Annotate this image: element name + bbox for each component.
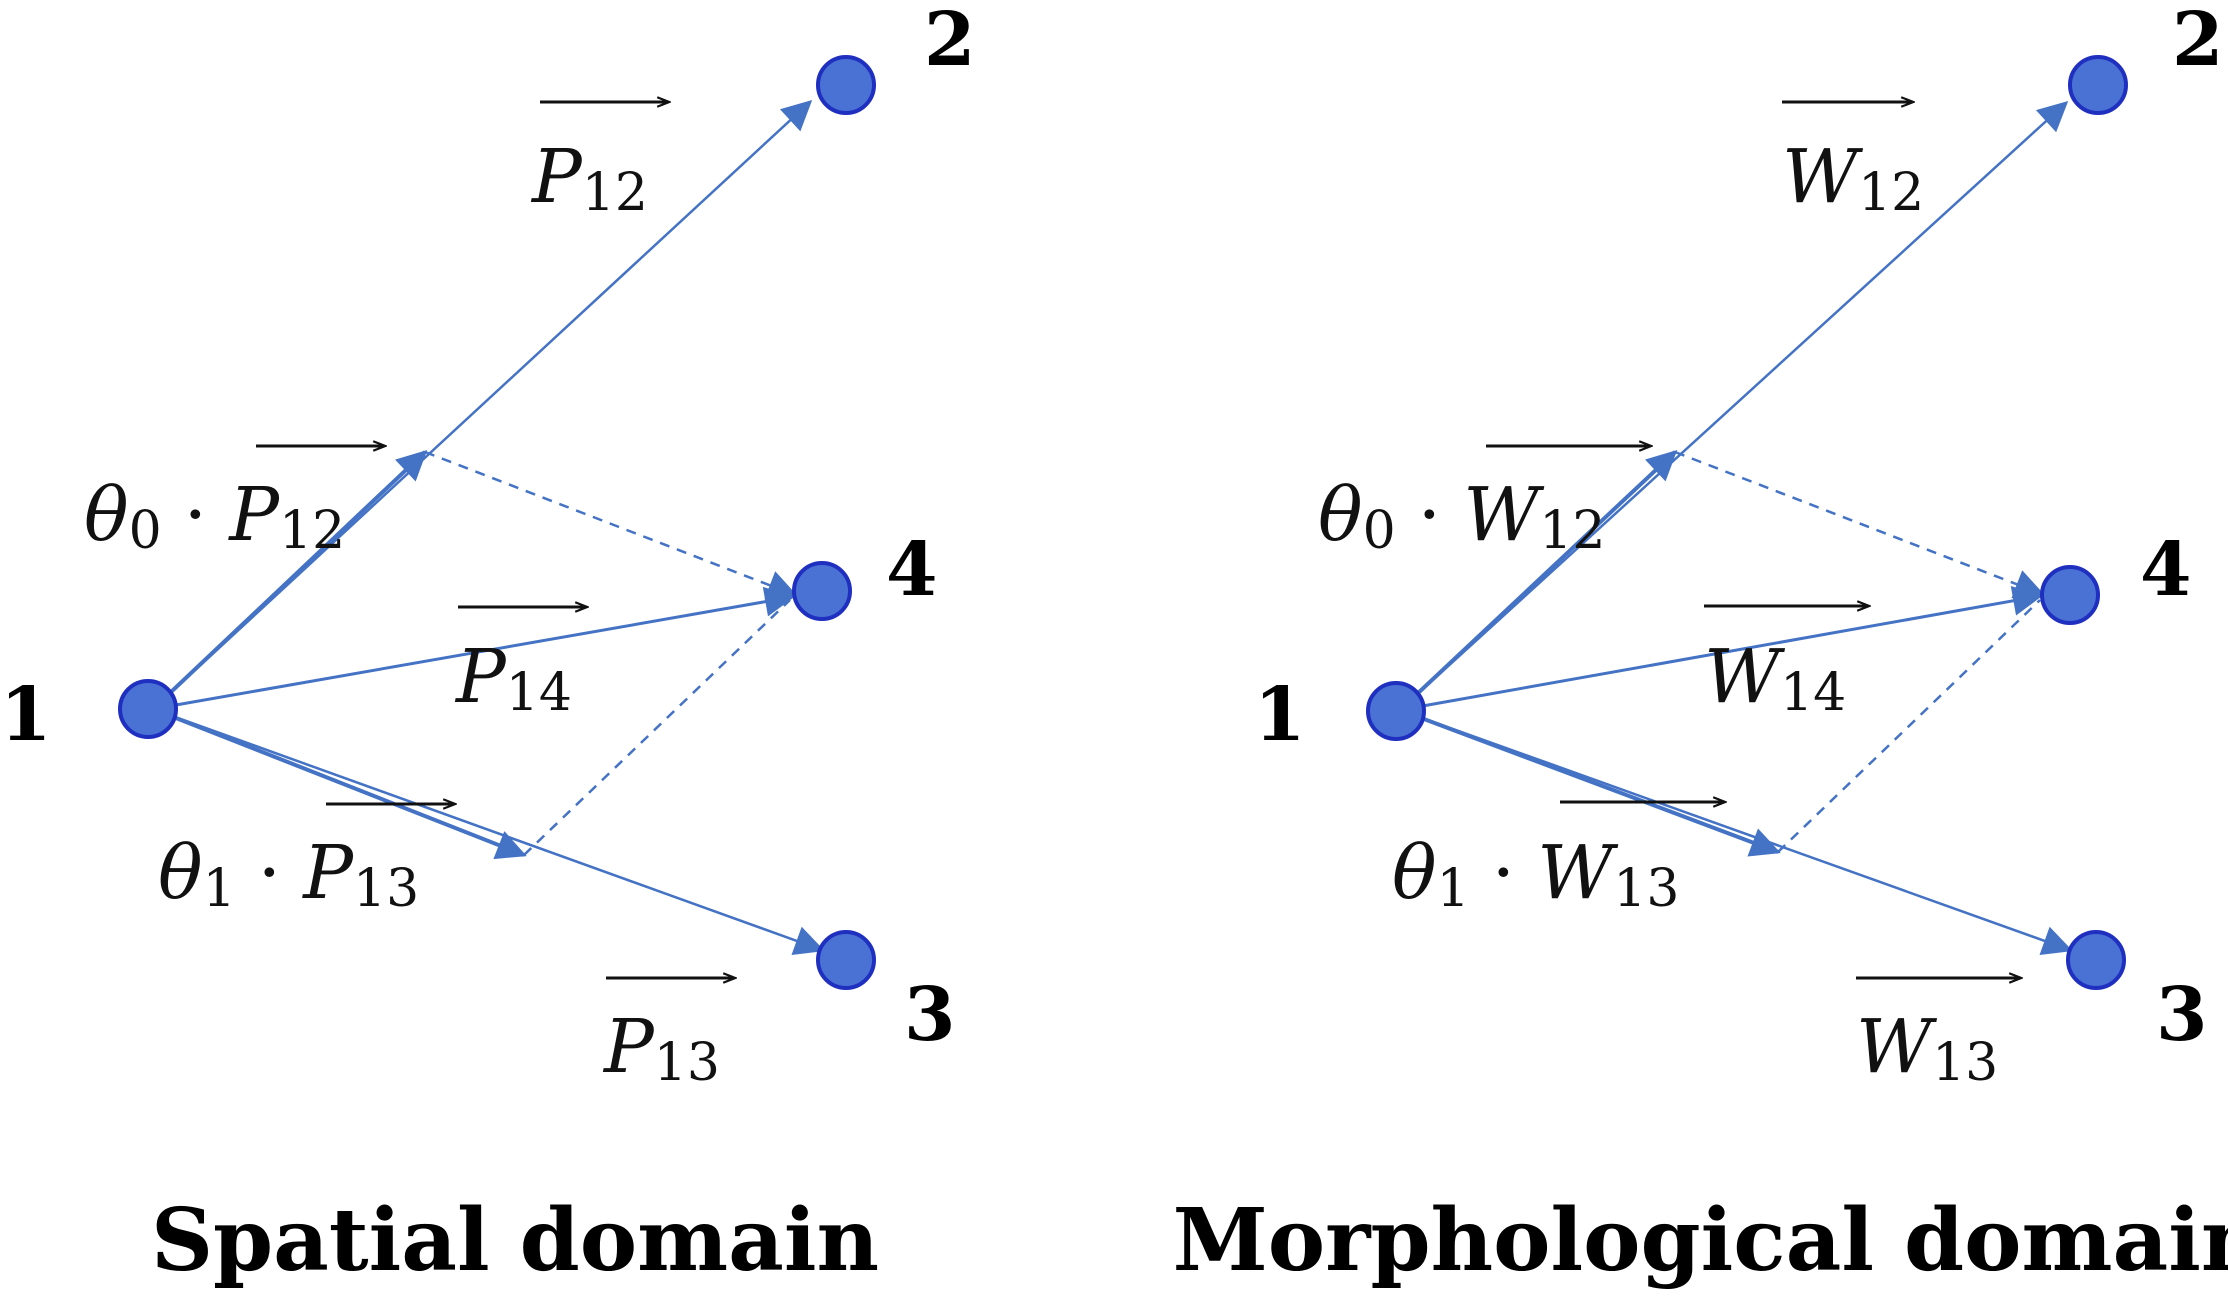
dashed-theta0-to-4	[424, 450, 798, 600]
node-1	[1366, 681, 1426, 741]
vector-label-theta1-p13: θ1·P13	[158, 804, 454, 919]
svg-text:θ0·W12: θ0·W12	[1318, 472, 1605, 561]
node-label-3: 3	[904, 972, 956, 1058]
node-1	[118, 679, 178, 739]
vector-label-p12: P12	[530, 102, 668, 223]
svg-text:P13: P13	[602, 1004, 720, 1093]
node-label-1: 1	[0, 672, 52, 758]
edge-1-2	[1399, 100, 2069, 711]
svg-text:P14: P14	[454, 634, 572, 723]
vector-label-w12: W12	[1782, 102, 1924, 223]
panel-title-spatial: Spatial domain	[151, 1190, 879, 1291]
vector-label-theta0-w12: θ0·W12	[1318, 446, 1650, 561]
vector-label-w14: W14	[1704, 606, 1868, 723]
svg-text:W14: W14	[1704, 634, 1846, 723]
node-label-4: 4	[886, 527, 938, 613]
vector-label-theta0-p12: θ0·P12	[84, 446, 384, 561]
node-label-3: 3	[2156, 972, 2208, 1058]
edge-theta1-w13	[1399, 708, 1781, 857]
svg-text:W12: W12	[1782, 134, 1924, 223]
node-2	[816, 55, 876, 115]
edge-1-3	[152, 707, 825, 955]
node-4	[792, 561, 852, 621]
svg-text:θ1·P13: θ1·P13	[158, 830, 419, 919]
edge-1-4	[152, 586, 795, 711]
edge-theta0-w12	[1398, 449, 1678, 712]
vector-label-w13: W13	[1856, 978, 2020, 1093]
vector-label-p13: P13	[602, 978, 734, 1093]
dashed-theta0-to-4	[1674, 450, 2045, 599]
node-4	[2040, 565, 2100, 625]
svg-text:θ1·W13: θ1·W13	[1392, 830, 1679, 919]
svg-text:P12: P12	[530, 134, 648, 223]
node-2	[2068, 55, 2128, 115]
edge-theta0-p12	[151, 449, 428, 711]
panel-title-morphological: Morphological domain	[1173, 1190, 2228, 1291]
edge-1-4	[1399, 585, 2043, 712]
node-label-1: 1	[1254, 672, 1306, 758]
panel-morphological: 1 2 4 3 W12 θ0·W12 W14 θ1·W13 W13 Morpho…	[1173, 0, 2228, 1291]
dashed-theta1-to-4	[523, 599, 791, 856]
panel-spatial: 1 2 4 3 P12 θ0·P12 P14 θ1·P13 P13 Spatia…	[0, 0, 976, 1291]
edge-theta1-p13	[152, 707, 527, 860]
node-label-2: 2	[924, 0, 976, 83]
svg-text:W13: W13	[1856, 1004, 1998, 1093]
node-3	[816, 930, 876, 990]
vector-label-p14: P14	[454, 607, 586, 723]
node-3	[2066, 930, 2126, 990]
dashed-theta1-to-4	[1777, 599, 2041, 853]
vector-label-theta1-w13: θ1·W13	[1392, 802, 1724, 919]
svg-text:θ0·P12: θ0·P12	[84, 472, 345, 561]
node-label-2: 2	[2172, 0, 2224, 83]
node-label-4: 4	[2140, 527, 2192, 613]
